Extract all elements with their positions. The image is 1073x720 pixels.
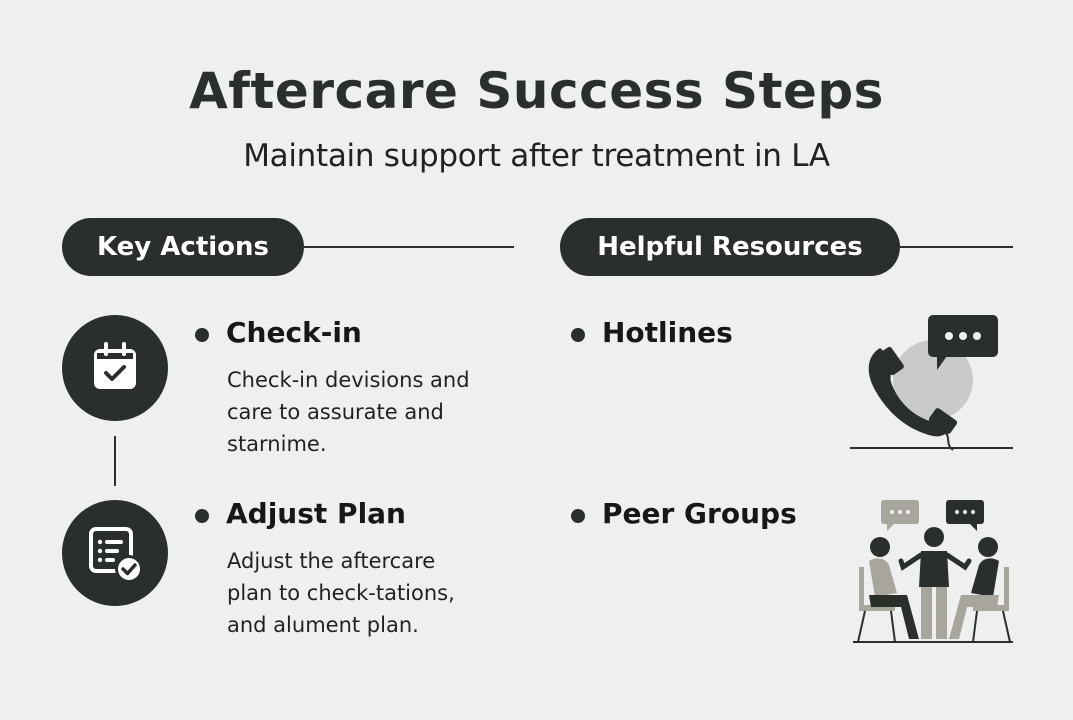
bullet-dot	[571, 328, 585, 342]
resource-title-peer-groups: Peer Groups	[602, 497, 797, 530]
checklist-icon-badge	[62, 500, 168, 606]
bullet-dot	[195, 509, 209, 523]
item-description-check-in: Check-in devisions and care to assurate …	[227, 368, 470, 456]
section-label-key-actions: Key Actions	[62, 218, 304, 276]
section-divider	[304, 246, 514, 248]
bullet-dot	[571, 509, 585, 523]
page-title: Aftercare Success Steps	[189, 62, 884, 120]
item-title-adjust-plan: Adjust Plan	[226, 497, 406, 530]
section-label-text: Key Actions	[96, 232, 270, 262]
item-description-adjust-plan: Adjust the aftercare plan to check-tatio…	[227, 549, 455, 637]
section-label-helpful-resources: Helpful Resources	[560, 218, 900, 276]
section-divider	[900, 246, 1013, 248]
calendar-check-icon-badge	[62, 315, 168, 421]
section-label-text: Helpful Resources	[597, 232, 863, 262]
page-subtitle: Maintain support after treatment in LA	[243, 138, 830, 174]
resource-title-hotlines: Hotlines	[602, 316, 733, 349]
item-title-check-in: Check-in	[226, 316, 362, 349]
phone-chat-illustration	[850, 315, 1013, 451]
bullet-dot	[195, 328, 209, 342]
calendar-check-icon	[94, 342, 136, 389]
peer-group-illustration	[853, 500, 1013, 643]
timeline-connector	[114, 436, 116, 486]
checklist-approved-icon	[89, 527, 143, 583]
